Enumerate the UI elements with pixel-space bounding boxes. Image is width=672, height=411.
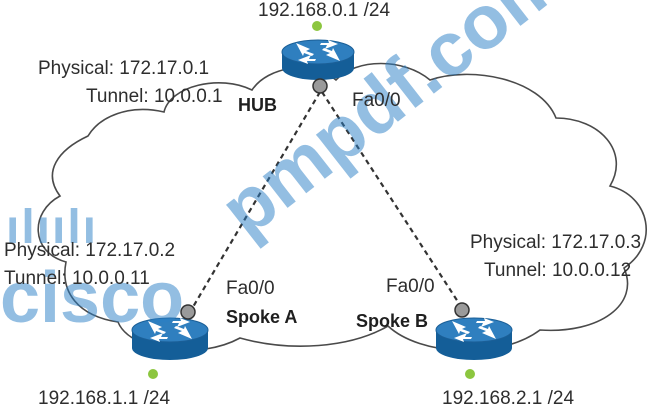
spoke-a-tunnel-label: Tunnel: 10.0.0.11: [4, 268, 150, 289]
spoke-b-interface-dot: [454, 302, 470, 318]
watermark-logo-bars: ılıılı: [6, 201, 99, 254]
hub-interface-dot: [312, 78, 328, 94]
hub-interface-label: Fa0/0: [352, 90, 401, 111]
spoke-b-name-label: Spoke B: [356, 311, 429, 331]
hub-router-icon: [281, 39, 355, 80]
spoke-b-lan-label: 192.168.2.1 /24: [442, 388, 575, 409]
hub-tunnel-label: Tunnel: 10.0.0.1: [86, 86, 223, 107]
spoke-a-name-label: Spoke A: [226, 307, 298, 327]
spoke-b-tunnel-label: Tunnel: 10.0.0.12: [484, 260, 632, 281]
spoke-a-interface-dot: [180, 304, 196, 320]
spoke-b-interface-label: Fa0/0: [386, 276, 435, 297]
hub-physical-label: Physical: 172.17.0.1: [38, 58, 210, 79]
tunnel-link-hub-spoke-a: [189, 91, 321, 313]
hub-lan-label: 192.168.0.1 /24: [258, 0, 391, 21]
tunnel-link-hub-spoke-b: [321, 91, 463, 309]
spoke-b-lan-dot: [465, 369, 475, 379]
spoke-a-router-icon: [131, 317, 209, 360]
watermark-logo-word: cisco: [0, 258, 185, 338]
spoke-a-lan-dot: [148, 369, 158, 379]
spoke-a-interface-label: Fa0/0: [226, 278, 275, 299]
spoke-b-physical-label: Physical: 172.17.0.3: [470, 232, 642, 253]
spoke-b-router-icon: [435, 317, 513, 360]
hub-lan-dot: [312, 21, 322, 31]
spoke-a-physical-label: Physical: 172.17.0.2: [4, 240, 176, 261]
spoke-a-lan-label: 192.168.1.1 /24: [38, 388, 171, 409]
hub-name-label: HUB: [238, 95, 277, 115]
